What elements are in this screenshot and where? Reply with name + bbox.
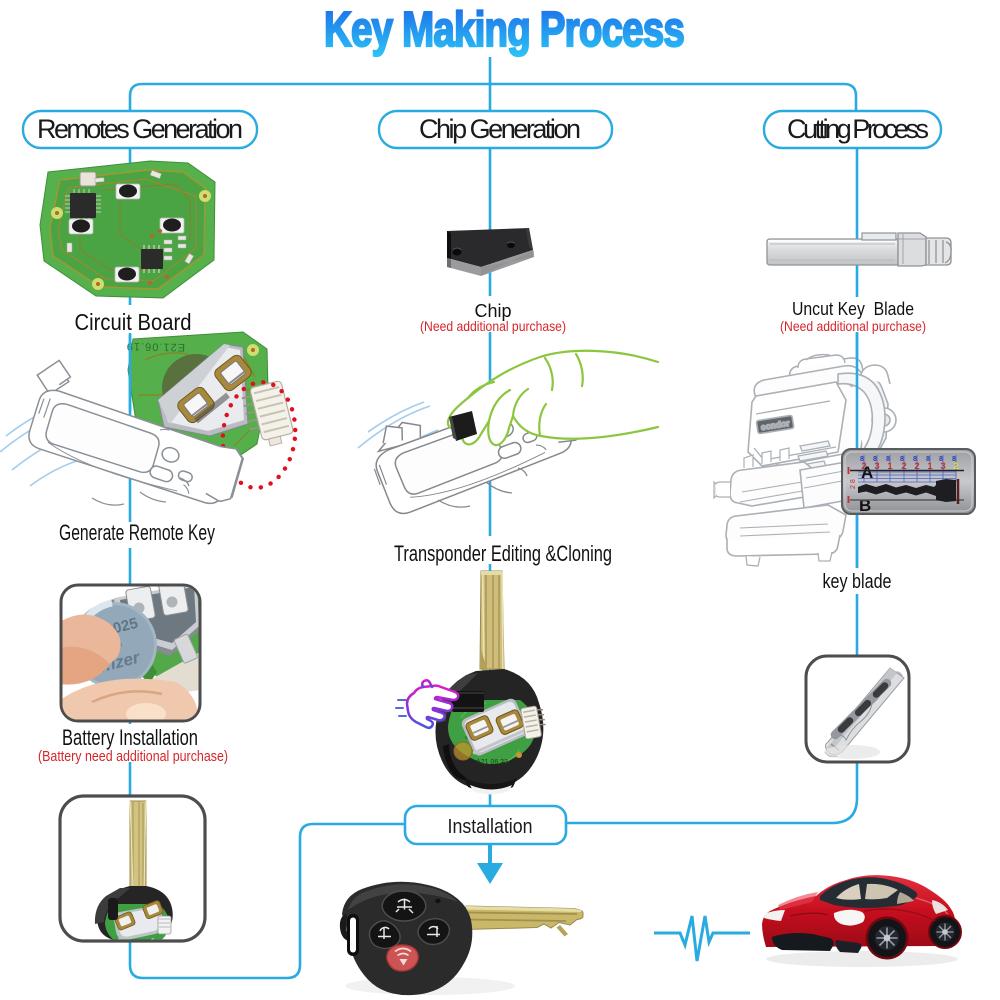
svg-text:Cutting Process: Cutting Process: [787, 114, 929, 144]
svg-text:2: 2: [861, 461, 866, 472]
svg-text:1: 1: [887, 461, 893, 472]
svg-text:Circuit Board: Circuit Board: [75, 309, 192, 335]
svg-text:2: 2: [901, 461, 906, 472]
svg-text:(Need additional purchase): (Need additional purchase): [420, 318, 566, 334]
svg-text:Installation: Installation: [448, 816, 533, 838]
svg-text:Battery Installation: Battery Installation: [62, 725, 198, 750]
svg-text:(Battery need additional purch: (Battery need additional purchase): [38, 748, 228, 765]
svg-text:2: 2: [914, 461, 919, 472]
svg-text:Remotes Generation: Remotes Generation: [37, 114, 243, 144]
svg-text:8: 8: [886, 456, 890, 463]
svg-text:B: B: [859, 496, 871, 515]
svg-text:1: 1: [927, 461, 933, 472]
svg-text:8: 8: [926, 456, 930, 463]
svg-text:3: 3: [940, 461, 945, 472]
svg-text:A: A: [861, 463, 873, 482]
svg-text:(Need additional purchase): (Need additional purchase): [780, 318, 926, 334]
svg-text:Transponder Editing &Cloning: Transponder Editing &Cloning: [394, 541, 612, 566]
svg-text:2 8: 2 8: [850, 479, 857, 489]
svg-text:A21 06 23: A21 06 23: [476, 759, 508, 766]
svg-text:8: 8: [873, 456, 877, 463]
svg-text:key blade: key blade: [823, 571, 892, 593]
svg-text:Chip Generation: Chip Generation: [419, 114, 581, 144]
svg-text:8: 8: [900, 456, 904, 463]
svg-text:Generate Remote Key: Generate Remote Key: [59, 520, 215, 545]
svg-text:E21.06.19: E21.06.19: [126, 340, 185, 353]
svg-text:8: 8: [939, 456, 943, 463]
svg-text:8: 8: [860, 456, 864, 463]
svg-text:8: 8: [913, 456, 917, 463]
svg-text:3: 3: [874, 461, 879, 472]
svg-text:8: 8: [952, 456, 956, 463]
svg-text:Chip: Chip: [474, 301, 511, 321]
svg-text:2: 2: [953, 461, 958, 472]
svg-text:Key Making Process: Key Making Process: [324, 3, 684, 57]
svg-text:Uncut Key Blade: Uncut Key Blade: [792, 299, 914, 319]
